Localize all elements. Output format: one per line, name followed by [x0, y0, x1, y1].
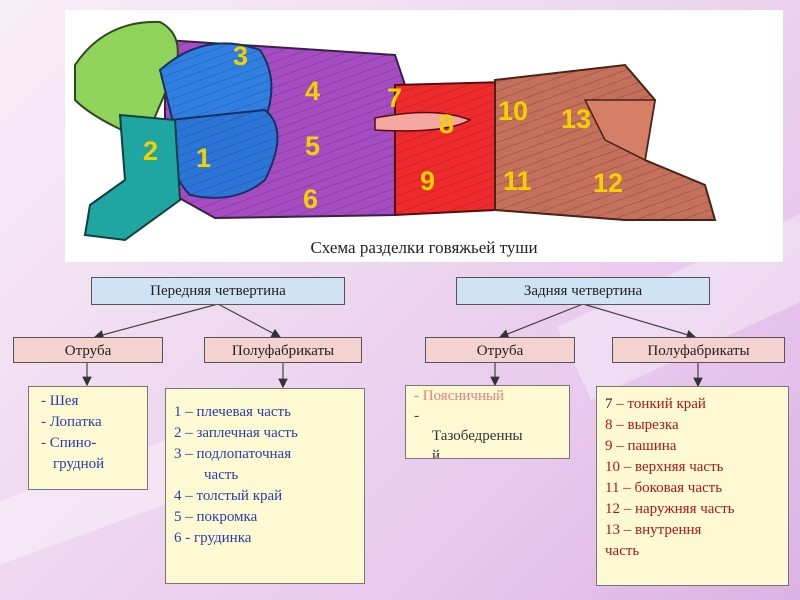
front-semi-header: Полуфабрикаты — [204, 337, 362, 363]
front-cut-item: - Шея — [41, 393, 79, 409]
semi-text: часть — [605, 543, 640, 559]
part-number-1: 1 — [196, 143, 211, 173]
front-cut-item: грудной — [53, 456, 105, 472]
semi-number: 6 — [174, 530, 182, 546]
semi-number: 12 — [605, 501, 620, 517]
part-number-5: 5 — [305, 131, 320, 161]
rear-semi-item: 12 – наружняя часть — [605, 499, 780, 520]
front-semi-item: 4 – толстый край — [174, 486, 356, 507]
rear-semi-item: 10 – верхняя часть — [605, 457, 780, 478]
semi-number: 10 — [605, 459, 620, 475]
semi-text: – тонкий край — [612, 396, 706, 412]
semi-number: 8 — [605, 417, 613, 433]
front-cuts-list: - Шея - Лопатка - Спино- грудной — [28, 386, 148, 490]
rear-semi-item: 7 – тонкий край — [605, 394, 780, 415]
carcass-diagram: 3 4 7 10 13 8 2 1 5 9 11 12 6 Схема разд… — [65, 10, 783, 262]
rear-cut-item: - Поясничный — [414, 388, 505, 404]
part-number-9: 9 — [420, 166, 435, 196]
front-cuts-header: Отруба — [13, 337, 163, 363]
semi-text: – вырезка — [612, 417, 679, 433]
front-semi-item: 1 – плечевая часть — [174, 402, 356, 423]
semi-number: 11 — [605, 480, 620, 496]
rear-cut-item: й — [432, 448, 441, 459]
front-semi-item: 6 - грудинка — [174, 528, 356, 549]
rear-semi-list: 7 – тонкий край 8 – вырезка 9 – пашина 1… — [596, 386, 789, 586]
part-number-11: 11 — [503, 166, 532, 196]
semi-number: 7 — [605, 396, 613, 412]
semi-text: – верхняя часть — [620, 459, 724, 475]
part-number-10: 10 — [498, 96, 528, 126]
semi-text: – боковая часть — [619, 480, 723, 496]
diagram-caption: Схема разделки говяжьей туши — [310, 238, 538, 257]
semi-text: – плечевая часть — [181, 404, 291, 420]
front-cut-item: - Лопатка — [41, 414, 102, 430]
semi-number: 4 — [174, 488, 182, 504]
front-semi-item: 2 – заплечная часть — [174, 423, 356, 444]
semi-text: часть — [204, 467, 239, 483]
semi-text: – толстый край — [181, 488, 283, 504]
rear-semi-item: 8 – вырезка — [605, 415, 780, 436]
semi-text: – внутрення — [620, 522, 702, 538]
rear-cut-item: Тазобедренны — [432, 428, 523, 444]
part-number-7: 7 — [387, 83, 402, 113]
rear-cut-item: - — [414, 408, 419, 424]
semi-number: 1 — [174, 404, 182, 420]
semi-text: – покромка — [181, 509, 258, 525]
front-semi-item: часть — [174, 465, 356, 486]
part-number-4: 4 — [305, 76, 320, 106]
semi-text: - грудинка — [181, 530, 252, 546]
semi-text: – пашина — [612, 438, 677, 454]
rear-cuts-list: - Поясничный - Тазобедренны й — [405, 385, 570, 459]
front-semi-list: 1 – плечевая часть 2 – заплечная часть 3… — [165, 388, 365, 584]
part-number-6: 6 — [303, 184, 318, 214]
rear-semi-item: часть — [605, 541, 780, 562]
semi-number: 9 — [605, 438, 613, 454]
rear-semi-header: Полуфабрикаты — [612, 337, 785, 363]
semi-number: 3 — [174, 446, 182, 462]
front-semi-item: 5 – покромка — [174, 507, 356, 528]
part-number-8: 8 — [439, 109, 454, 139]
rear-cuts-header: Отруба — [425, 337, 575, 363]
rear-semi-item: 13 – внутрення — [605, 520, 780, 541]
semi-text: – наружняя часть — [620, 501, 735, 517]
part-number-12: 12 — [593, 168, 623, 198]
part-number-13: 13 — [561, 104, 591, 134]
front-quarter-header: Передняя четвертина — [91, 277, 345, 305]
semi-number: 5 — [174, 509, 182, 525]
part-number-3: 3 — [233, 41, 248, 71]
front-semi-item: 3 – подлопаточная — [174, 444, 356, 465]
semi-number: 2 — [174, 425, 182, 441]
semi-text: – подлопаточная — [181, 446, 292, 462]
semi-number: 13 — [605, 522, 620, 538]
rear-semi-item: 11 – боковая часть — [605, 478, 780, 499]
part-number-2: 2 — [143, 136, 158, 166]
semi-text: – заплечная часть — [181, 425, 298, 441]
front-cut-item: - Спино- — [41, 435, 97, 451]
carcass-illustration: 3 4 7 10 13 8 2 1 5 9 11 12 6 — [74, 20, 717, 242]
rear-quarter-header: Задняя четвертина — [456, 277, 710, 305]
rear-semi-item: 9 – пашина — [605, 436, 780, 457]
